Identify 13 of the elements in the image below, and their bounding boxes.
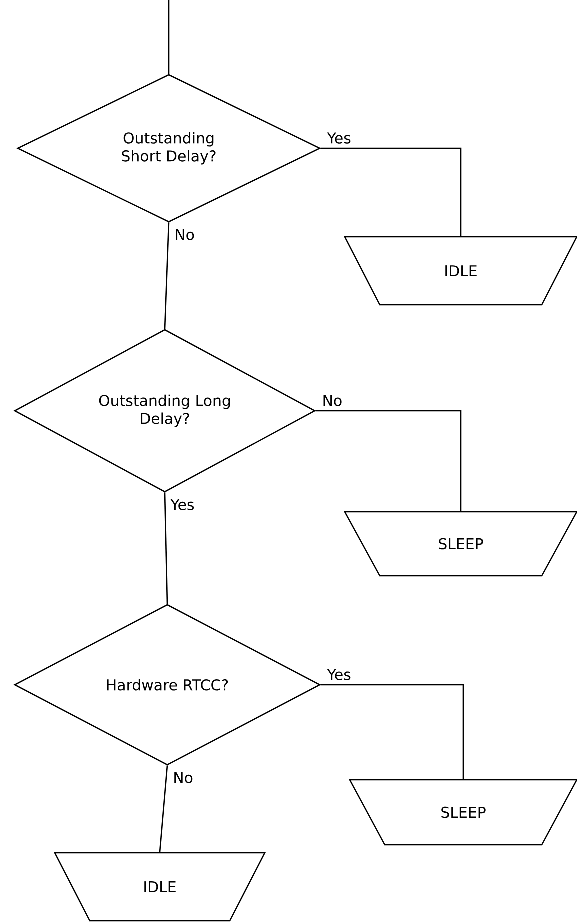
edge-label: Yes xyxy=(170,499,194,510)
connector-line xyxy=(159,766,168,852)
edge-label: No xyxy=(324,395,342,406)
edge-label: No xyxy=(176,229,194,240)
connector-line xyxy=(164,222,170,330)
connector-line xyxy=(164,492,168,604)
connector-line xyxy=(320,148,462,236)
edge-label: Yes xyxy=(327,132,351,144)
edge-label: Yes xyxy=(327,669,351,680)
connector-line xyxy=(320,684,464,780)
edge-label: No xyxy=(174,772,193,784)
connector-line xyxy=(316,410,462,512)
connector-line xyxy=(168,0,170,74)
